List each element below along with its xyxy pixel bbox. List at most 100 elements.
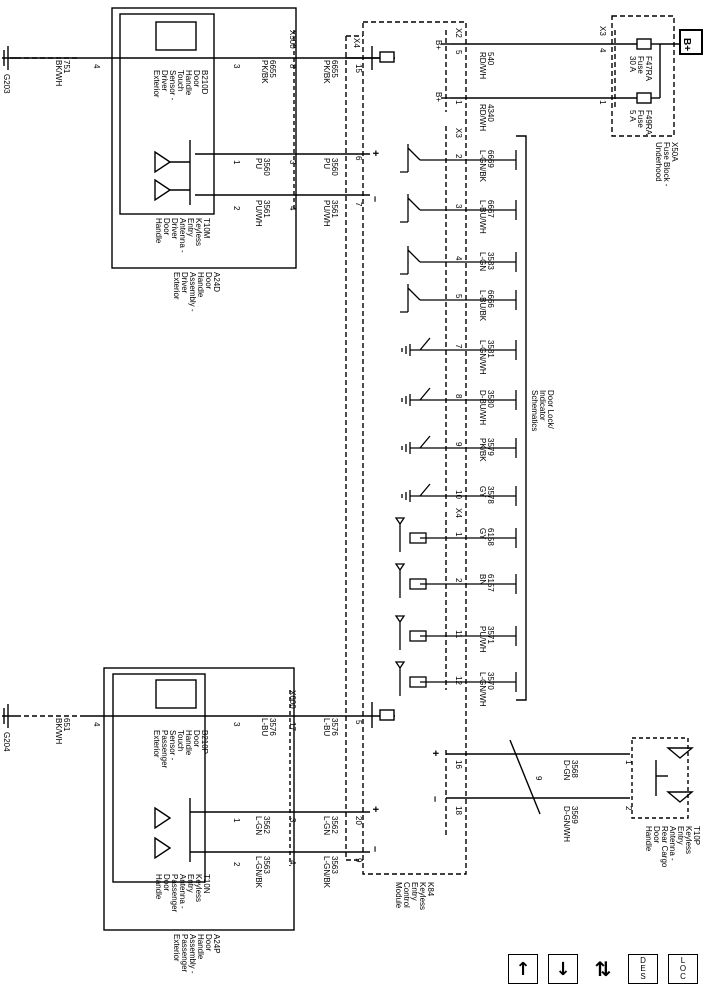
input-pin-8: 1 <box>454 532 463 537</box>
input-pin-7: 10 <box>454 490 463 499</box>
door-lock-bracket <box>516 135 527 701</box>
rear-t10_l3: Antenna - <box>668 826 677 861</box>
fuse-block-name: Fuse Block - <box>662 142 671 187</box>
passenger-sensor-wire-color-b: L-BU <box>260 718 269 736</box>
fuse-block-outline <box>611 15 675 137</box>
input-pin-5: 8 <box>454 394 463 399</box>
door-lock-ref-3: Schematics <box>530 390 539 431</box>
driver-a24_l5: Exterior <box>172 272 181 300</box>
fuse-f49-symbol <box>636 92 652 104</box>
passenger-a24_l1: Door <box>204 934 213 952</box>
passenger-b210_l2: Handle <box>184 730 193 756</box>
input-wire-number-4: 3581 <box>486 340 495 358</box>
passenger-ant-minus-color: L-GN/BK <box>322 856 331 889</box>
driver-sensor-wire-number-b: 6655 <box>268 60 277 78</box>
input-wire-number-7: 3578 <box>486 486 495 504</box>
input-wire-color-9: BN <box>478 574 487 585</box>
passenger-t10_l5: Door <box>162 874 171 892</box>
driver-t10_l3: Antenna - <box>178 218 187 253</box>
driver-plus-marker: + <box>369 150 381 156</box>
page-up-button[interactable]: ↑ <box>508 954 538 984</box>
rear-t10_l5: Door <box>652 826 661 844</box>
input-wire-color-3: L-BU/BK <box>478 290 487 322</box>
passenger-sensor-pin-module: 5 <box>354 720 363 725</box>
rear-t10_l1: Keyless <box>684 826 693 854</box>
rear-plus-pin-t10: 1 <box>624 760 633 765</box>
connector-icon: ⇅ <box>594 957 612 981</box>
passenger-b210_id: B210P <box>200 730 209 754</box>
driver-sensor-wire-color: PK/BK <box>322 60 331 84</box>
passenger-t10_l6: Handle <box>154 874 163 900</box>
driver-b210-outline <box>119 13 215 215</box>
driver-sensor-pin-module: 15 <box>354 64 363 73</box>
desc-letter-e: E <box>640 964 646 973</box>
input-switch-3 <box>400 284 517 313</box>
driver-ant-minus-pin-module: 7 <box>354 202 363 207</box>
driver-ant-plus-pin-module: 6 <box>354 156 363 161</box>
input-pin-11: 12 <box>454 676 463 685</box>
feed-wire2-number: 4340 <box>486 104 495 122</box>
fuse-f47-rating: 30 A <box>628 56 637 73</box>
passenger-ant-plus-pin-x600: 3 <box>288 818 297 823</box>
input-pin-9: 2 <box>454 578 463 583</box>
module-id: K84 <box>426 882 435 897</box>
rear-minus-pin-module: 18 <box>454 806 463 815</box>
input-switch-7 <box>401 483 517 506</box>
input-wire-color-1: L-BU/WH <box>478 200 487 234</box>
driver-t10_l6: Handle <box>154 218 163 244</box>
driver-ant-plus-color: PU <box>322 158 331 169</box>
rear-minus-number: 3569 <box>570 806 579 824</box>
driver-ant-minus-number: 3561 <box>330 200 339 218</box>
page-down-button[interactable]: ↓ <box>548 954 578 984</box>
module-bplus-1: B+ <box>434 40 443 50</box>
driver-t10_l5: Door <box>162 218 171 236</box>
input-wire-color-4: L-GN/WH <box>478 340 487 375</box>
module-bplus-2: B+ <box>434 92 443 102</box>
driver-ant-plus-number: 3560 <box>330 158 339 176</box>
passenger-b210-outline <box>112 673 206 883</box>
description-button[interactable]: D E S <box>628 954 658 984</box>
passenger-x600-label: X600 <box>288 690 297 709</box>
input-wire-number-8: 6158 <box>486 528 495 546</box>
input-wire-number-10: 3571 <box>486 626 495 644</box>
passenger-plus-marker: + <box>369 806 381 812</box>
passenger-sensor-pin-x600: 17 <box>288 722 297 731</box>
fuse-pin-f47: 4 <box>598 48 607 53</box>
driver-b210_l6: Exterior <box>152 70 161 98</box>
input-wire-number-2: 3583 <box>486 252 495 270</box>
input-switch-9 <box>394 563 517 598</box>
passenger-ant-plus-pin-t10: 1 <box>232 818 241 823</box>
input-pin-1: 3 <box>454 204 463 209</box>
driver-a24_l2: Handle <box>196 272 205 298</box>
module-l3: Control <box>402 882 411 908</box>
connector-x4-left: X4 <box>352 38 361 48</box>
passenger-b210_l1: Door <box>192 730 201 748</box>
feed-wire1-color: RD/WH <box>478 52 487 79</box>
arrow-up-icon: ↑ <box>515 958 531 980</box>
driver-sensor-pin-x500: 8 <box>288 64 297 69</box>
connector-x4: X4 <box>454 508 463 518</box>
rear-plus-number: 3568 <box>570 760 579 778</box>
loc-letter-l: L <box>680 956 686 965</box>
passenger-ant-plus-color: L-GN <box>322 816 331 835</box>
loc-letter-o: O <box>679 964 687 973</box>
connector-view-button[interactable]: ⇅ <box>588 954 618 984</box>
passenger-ground-id: G204 <box>2 732 11 752</box>
input-switch-5 <box>401 387 517 410</box>
fuse-f47-symbol <box>636 38 652 50</box>
passenger-ant-plus-number: 3562 <box>330 816 339 834</box>
input-pin-6: 9 <box>454 442 463 447</box>
rear-t10_id: T10P <box>692 826 701 845</box>
driver-a24_l1: Door <box>204 272 213 290</box>
passenger-t10_l3: Antenna - <box>178 874 187 909</box>
driver-b210_id: B210D <box>200 70 209 95</box>
passenger-a24-outline <box>103 667 295 931</box>
driver-sensor-wire-color-b: PK/BK <box>260 60 269 84</box>
location-button[interactable]: L O C <box>668 954 698 984</box>
passenger-ground-wire-color: BK/WH <box>54 718 63 744</box>
passenger-ground-wire-number: 651 <box>62 718 71 732</box>
driver-ant-plus-color-b: PU <box>254 158 263 169</box>
driver-b210_l2: Handle <box>184 70 193 96</box>
driver-a24_l3: Assembly - <box>188 272 197 312</box>
input-switch-1 <box>400 194 517 223</box>
